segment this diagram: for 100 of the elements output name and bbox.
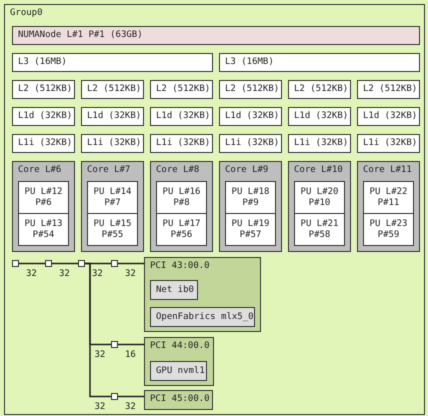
pu-label: PU L#15 P#55 bbox=[92, 219, 132, 241]
core-label: Core L#8 bbox=[156, 165, 200, 176]
cache-label: L1d (32KB) bbox=[363, 111, 418, 122]
cache-label: L1i (32KB) bbox=[156, 138, 210, 149]
core-box bbox=[12, 161, 75, 252]
core-box bbox=[150, 161, 213, 252]
pci-device-label: PCI 45:00.0 bbox=[150, 394, 210, 405]
cache-box bbox=[219, 134, 282, 153]
core-box bbox=[288, 161, 351, 252]
pci-device-label: PCI 43:00.0 bbox=[150, 261, 210, 272]
core-label: Core L#10 bbox=[294, 165, 343, 176]
edge-label: 16 bbox=[125, 350, 136, 360]
edge-label: 32 bbox=[59, 268, 70, 278]
bridge-square bbox=[78, 260, 85, 267]
bridge-square bbox=[111, 260, 118, 267]
pu-box bbox=[363, 181, 414, 214]
pu-box bbox=[294, 213, 345, 246]
edge-label: 32 bbox=[125, 402, 136, 412]
cache-box bbox=[150, 107, 213, 126]
core-box bbox=[219, 161, 282, 252]
cache-box bbox=[288, 80, 351, 99]
core-box bbox=[357, 161, 420, 252]
cache-label: L2 (512KB) bbox=[87, 84, 142, 95]
pu-label: PU L#19 P#57 bbox=[230, 219, 270, 241]
pu-box bbox=[18, 213, 69, 246]
core-label: Core L#6 bbox=[18, 165, 62, 176]
pu-box bbox=[87, 213, 138, 246]
os-device-box bbox=[150, 361, 207, 381]
cache-box bbox=[288, 107, 351, 126]
cache-label: L1d (32KB) bbox=[156, 111, 210, 122]
connector-line bbox=[19, 262, 45, 264]
core-label: Core L#7 bbox=[87, 165, 130, 176]
cache-box bbox=[12, 134, 75, 153]
cache-label: L1d (32KB) bbox=[18, 111, 72, 122]
cache-box bbox=[357, 134, 420, 153]
pu-box bbox=[294, 181, 345, 214]
cache-label: L1i (32KB) bbox=[225, 138, 280, 149]
group-title: Group0 bbox=[10, 8, 43, 19]
pu-label: PU L#18 P#9 bbox=[230, 187, 270, 209]
cache-box bbox=[288, 134, 351, 153]
pu-label: PU L#20 P#10 bbox=[300, 187, 340, 209]
edge-label: 32 bbox=[94, 402, 106, 412]
cache-label: L1i (32KB) bbox=[363, 138, 418, 149]
cache-label: L3 (16MB) bbox=[18, 57, 67, 68]
cache-box bbox=[219, 107, 282, 126]
edge-label: 32 bbox=[26, 268, 37, 278]
core-label: Core L#9 bbox=[225, 165, 268, 176]
cache-box bbox=[81, 107, 144, 126]
cache-label: L1d (32KB) bbox=[87, 111, 142, 122]
pu-label: PU L#13 P#54 bbox=[24, 219, 64, 241]
pu-label: PU L#21 P#58 bbox=[300, 219, 340, 241]
edge-label: 32 bbox=[94, 350, 106, 360]
os-device-box bbox=[150, 280, 198, 300]
pu-label: PU L#16 P#8 bbox=[162, 187, 202, 209]
pu-label: PU L#17 P#56 bbox=[162, 219, 202, 241]
group-container bbox=[4, 4, 425, 415]
cache-box bbox=[81, 134, 144, 153]
pci-device-label: PCI 44:00.0 bbox=[150, 341, 210, 352]
core-label: Core L#11 bbox=[363, 165, 412, 176]
pu-box bbox=[156, 213, 207, 246]
pu-box bbox=[363, 213, 414, 246]
pci-device-box bbox=[144, 337, 214, 386]
cache-label: L2 (512KB) bbox=[18, 84, 72, 95]
cache-label: L1d (32KB) bbox=[294, 111, 348, 122]
cache-box bbox=[12, 53, 213, 72]
cache-box bbox=[81, 80, 144, 99]
cache-box bbox=[150, 80, 213, 99]
pu-label: PU L#23 P#59 bbox=[368, 219, 408, 241]
cache-box bbox=[219, 53, 420, 72]
cache-label: L2 (512KB) bbox=[363, 84, 418, 95]
cache-label: L2 (512KB) bbox=[225, 84, 280, 95]
pci-device-box bbox=[144, 390, 213, 410]
pu-box bbox=[18, 181, 69, 214]
cache-box bbox=[12, 107, 75, 126]
os-device-label: GPU nvml1 bbox=[156, 366, 205, 376]
pu-box bbox=[87, 181, 138, 214]
pu-box bbox=[156, 181, 207, 214]
bridge-square bbox=[111, 341, 118, 348]
pu-label: PU L#12 P#6 bbox=[24, 187, 64, 209]
pu-label: PU L#22 P#11 bbox=[368, 187, 408, 209]
numa-node-label: NUMANode L#1 P#1 (63GB) bbox=[18, 30, 143, 41]
connector-line bbox=[118, 344, 144, 346]
cache-label: L2 (512KB) bbox=[294, 84, 348, 95]
pu-box bbox=[225, 181, 276, 214]
cache-box bbox=[357, 80, 420, 99]
cache-label: L1d (32KB) bbox=[225, 111, 280, 122]
edge-label: 32 bbox=[92, 268, 103, 278]
cache-box bbox=[12, 80, 75, 99]
pu-label: PU L#14 P#7 bbox=[92, 187, 132, 209]
connector-line bbox=[85, 262, 111, 398]
cache-label: L1i (32KB) bbox=[87, 138, 142, 149]
os-device-label: OpenFabrics mlx5_0 bbox=[156, 312, 254, 322]
numa-node-box bbox=[12, 26, 420, 45]
bridge-square bbox=[45, 260, 52, 267]
bridge-square bbox=[12, 260, 19, 267]
cache-label: L2 (512KB) bbox=[156, 84, 210, 95]
pu-box bbox=[225, 213, 276, 246]
edge-label: 32 bbox=[125, 268, 136, 278]
pci-device-box bbox=[144, 257, 261, 332]
cache-box bbox=[150, 134, 213, 153]
